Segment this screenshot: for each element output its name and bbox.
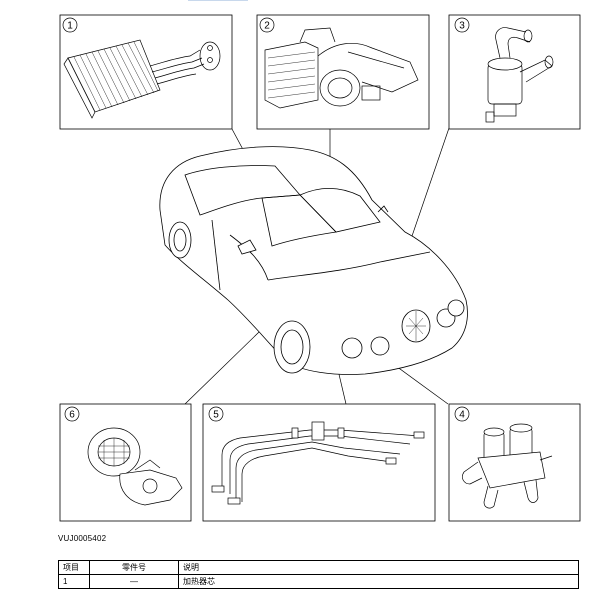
top-rule xyxy=(188,0,248,1)
header-part-number: 零件号 xyxy=(89,560,179,575)
car-illustration xyxy=(159,146,468,375)
figure-id: VUJ0005402 xyxy=(58,534,107,543)
legend-table: 项目 零件号 说明 1 — 加热器芯 xyxy=(58,560,579,589)
legend-header-row: 项目 零件号 说明 xyxy=(58,560,579,575)
cell-description: 加热器芯 xyxy=(178,574,579,589)
header-item: 项目 xyxy=(58,560,90,575)
callout-5: 5 xyxy=(213,410,219,421)
panel-heater-housing: 2 xyxy=(256,14,430,130)
panel-heater-core: 1 xyxy=(59,14,233,130)
callout-6: 6 xyxy=(69,410,75,421)
panel-blower-motor: 6 xyxy=(59,403,192,522)
cell-item: 1 xyxy=(58,574,90,589)
table-row: 1 — 加热器芯 xyxy=(58,574,579,589)
callout-1: 1 xyxy=(67,21,73,32)
header-description: 说明 xyxy=(178,560,579,575)
callout-4: 4 xyxy=(459,410,465,421)
cell-part-number: — xyxy=(89,574,179,589)
callout-2: 2 xyxy=(264,21,270,32)
panel-water-pump: 3 xyxy=(448,14,581,130)
panel-heater-hoses: 5 xyxy=(202,403,436,522)
panel-control-valve: 4 xyxy=(448,403,581,522)
callout-3: 3 xyxy=(459,21,465,32)
